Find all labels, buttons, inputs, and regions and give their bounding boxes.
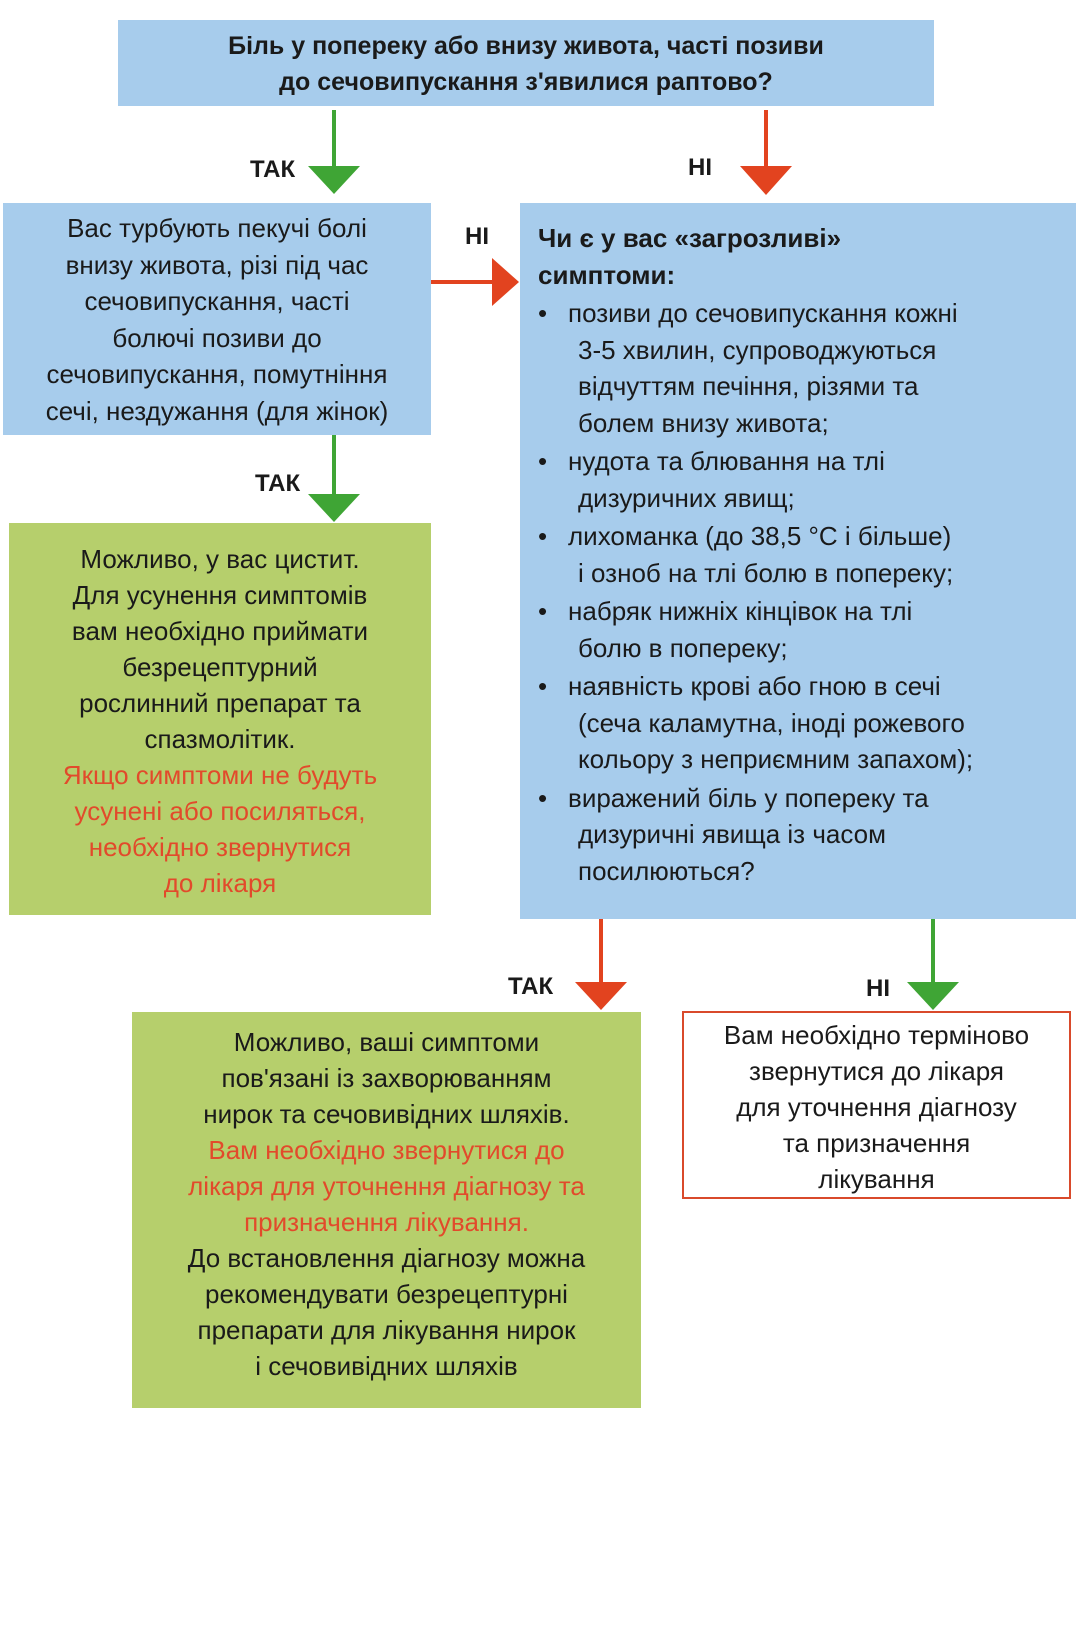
- bullet-icon: •: [538, 521, 548, 551]
- list-item: • лихоманка (до 38,5 °С і більше) і озно…: [538, 518, 1068, 591]
- warning-line: усунені або посиляться,: [74, 796, 366, 826]
- heading-line: Чи є у вас «загрозливі»: [538, 223, 842, 253]
- list-item: • наявність крові або гною в сечі (сеча …: [538, 668, 1068, 778]
- text-line: Вас турбують пекучі болі: [67, 213, 367, 243]
- text-line: лікування: [818, 1164, 935, 1194]
- warning-line: лікаря для уточнення діагнозу та: [188, 1171, 585, 1201]
- item-line: 3-5 хвилин, супроводжуються: [578, 334, 937, 365]
- item-line: дизуричні явища із часом: [578, 819, 886, 849]
- text-line: вам необхідно приймати: [71, 616, 369, 646]
- item-line: посилюються?: [578, 855, 755, 886]
- item-line: (сеча каламутна, іноді рожевого: [578, 707, 965, 738]
- label-no-left: НІ: [465, 223, 489, 250]
- text-line: До встановлення діагнозу можна: [187, 1243, 586, 1273]
- question-line: Біль у попереку або внизу живота, часті …: [228, 32, 824, 60]
- warning-line: необхідно звернутися: [88, 832, 352, 862]
- warning-line: призначення лікування.: [244, 1207, 529, 1237]
- text-line: сечі, нездужання (для жінок): [45, 395, 389, 426]
- item-line: лихоманка (до 38,5 °С і більше): [568, 521, 952, 551]
- text-line: рослинний препарат та: [79, 688, 361, 718]
- heading-line: симптоми:: [538, 259, 676, 290]
- bullet-icon: •: [538, 782, 548, 813]
- warning-line: до лікаря: [163, 868, 277, 898]
- item-line: наявність крові або гною в сечі: [568, 671, 941, 701]
- item-line: болю в попереку;: [578, 632, 788, 663]
- label-yes-top: ТАК: [250, 156, 296, 183]
- label-no-top: НІ: [688, 154, 712, 181]
- result-cystitis: Можливо, у вас цистит. Для усунення симп…: [9, 523, 431, 915]
- text-line: та призначення: [782, 1128, 971, 1158]
- warning-line: Якщо симптоми не будуть: [62, 760, 378, 790]
- item-line: позиви до сечовипускання кожні: [568, 298, 958, 328]
- list-item: • позиви до сечовипускання кожні 3-5 хви…: [538, 295, 1068, 441]
- text-line: звернутися до лікаря: [749, 1056, 1004, 1086]
- item-line: кольору з неприємним запахом);: [578, 744, 974, 774]
- arrow-yes-left: [308, 435, 360, 522]
- bullet-icon: •: [538, 671, 548, 701]
- item-line: відчуттям печіння, різями та: [578, 371, 919, 401]
- text-line: Можливо, ваші симптоми: [233, 1027, 540, 1057]
- item-line: і озноб на тлі болю в попереку;: [578, 557, 954, 588]
- item-line: нудота та блювання на тлі: [568, 446, 885, 476]
- arrow-yes-top: [308, 110, 360, 194]
- question-line: до сечовипускання з'явилися раптово?: [279, 68, 773, 96]
- label-no-right: НІ: [866, 975, 890, 1002]
- arrow-no-top: [740, 110, 792, 195]
- label-yes-right: ТАК: [508, 973, 554, 1000]
- arrow-no-left: [431, 258, 519, 306]
- text-line: пов'язані із захворюванням: [221, 1063, 552, 1093]
- list-item: • набряк нижніх кінцівок на тлі болю в п…: [538, 593, 1068, 666]
- bullet-icon: •: [538, 446, 548, 476]
- warning-line: Вам необхідно звернутися до: [208, 1135, 565, 1165]
- symptom-list: • позиви до сечовипускання кожні 3-5 хви…: [538, 295, 1068, 889]
- arrow-no-right: [907, 919, 959, 1010]
- arrow-yes-right: [575, 919, 627, 1010]
- bullet-icon: •: [538, 298, 548, 328]
- text-line: і сечовивідних шляхів: [255, 1351, 518, 1381]
- text-line: внизу живота, різі під час: [65, 249, 369, 280]
- text-line: болючі позиви до: [112, 322, 322, 353]
- item-line: болем внизу живота;: [578, 407, 829, 438]
- text-line: сечовипускання, помутніння: [46, 359, 388, 389]
- label-yes-left: ТАК: [255, 470, 301, 497]
- item-line: набряк нижніх кінцівок на тлі: [568, 596, 913, 626]
- result-kidney-disease: Можливо, ваші симптоми пов'язані із захв…: [132, 1012, 641, 1408]
- question-alarming-symptoms: Чи є у вас «загрозливі» симптоми: • пози…: [520, 203, 1076, 919]
- text-line: Вам необхідно терміново: [723, 1020, 1030, 1050]
- list-item: • нудота та блювання на тлі дизуричних я…: [538, 443, 1068, 516]
- text-line: рекомендувати безрецептурні: [205, 1279, 568, 1309]
- item-line: дизуричних явищ;: [578, 482, 795, 513]
- text-line: нирок та сечовивідних шляхів.: [203, 1099, 570, 1129]
- result-urgent-doctor: Вам необхідно терміново звернутися до лі…: [682, 1011, 1071, 1199]
- question-sudden-onset: Біль у попереку або внизу живота, часті …: [118, 20, 934, 106]
- list-item: • виражений біль у попереку та дизуричні…: [538, 780, 1068, 890]
- text-line: спазмолітик.: [144, 724, 296, 754]
- bullet-icon: •: [538, 596, 548, 626]
- text-line: для уточнення діагнозу: [736, 1092, 1017, 1122]
- question-cystitis-symptoms: Вас турбують пекучі болі внизу живота, р…: [3, 203, 431, 435]
- text-line: безрецептурний: [122, 652, 318, 682]
- text-line: Можливо, у вас цистит.: [80, 544, 360, 574]
- item-line: виражений біль у попереку та: [568, 782, 929, 813]
- text-line: препарати для лікування нирок: [197, 1315, 576, 1345]
- text-line: Для усунення симптомів: [72, 580, 368, 610]
- text-line: сечовипускання, часті: [84, 286, 350, 316]
